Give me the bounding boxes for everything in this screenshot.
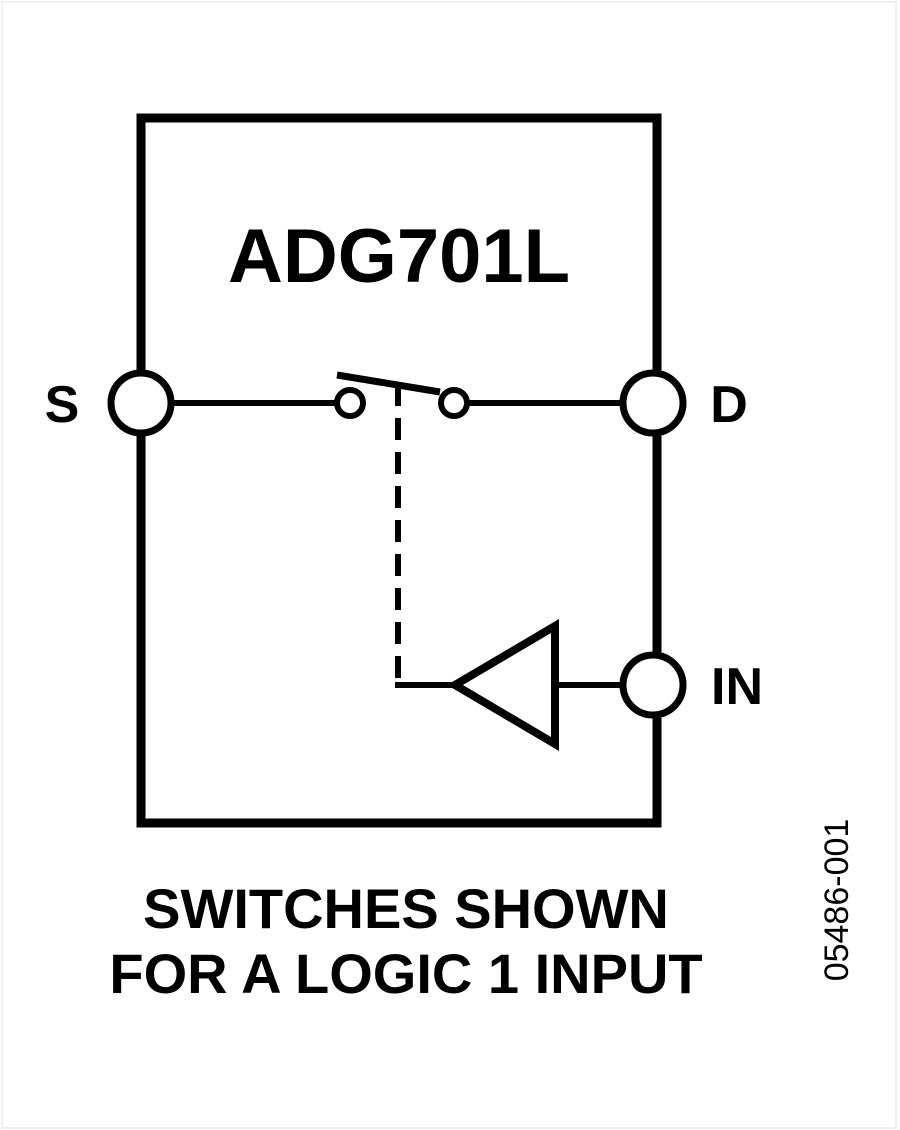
pin-in [619,651,687,719]
switch-arm [336,371,441,396]
buffer-icon [447,618,559,752]
caption-line-2: FOR A LOGIC 1 INPUT [109,942,702,1005]
switch-contact-left [334,387,366,419]
pin-in-label: IN [711,658,763,716]
pin-s-label: S [45,376,80,434]
chip-outline [136,113,662,828]
part-number: ADG701L [228,214,570,299]
pin-d-label: D [710,376,748,434]
pin-s [107,369,175,437]
figure-reference: 05486-001 [818,819,856,982]
caption-line-1: SWITCHES SHOWN [143,877,669,940]
pin-d [619,369,687,437]
switch-contact-right [438,387,470,419]
